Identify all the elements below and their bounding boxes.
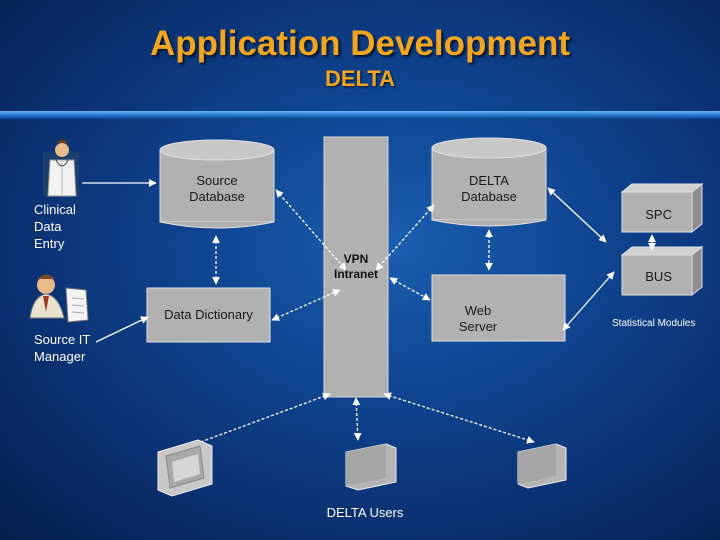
- clinical-data-entry-label: Clinical Data Entry: [34, 202, 76, 251]
- spc-label: SPC: [645, 207, 672, 222]
- data-dictionary-label: Data Dictionary: [164, 307, 253, 322]
- connectors: [82, 179, 656, 448]
- source-database-cylinder: [159, 139, 275, 229]
- delta-users-label: DELTA Users: [326, 505, 404, 520]
- slide-subtitle: DELTA: [324, 66, 396, 91]
- web-server-label: Web Server: [458, 303, 498, 334]
- source-it-manager-label: Source IT Manager: [34, 332, 91, 364]
- delta-database-label: DELTA Database: [461, 173, 517, 204]
- spc-box: [621, 191, 693, 233]
- delta-database-cylinder: [431, 137, 547, 227]
- doctor-icon: [43, 139, 79, 197]
- data-dictionary-box: [146, 287, 271, 343]
- it-manager-icon: [29, 274, 89, 323]
- computer-screen-icon: [345, 443, 397, 491]
- computer-screen-icon: [517, 443, 567, 489]
- computer-monitor-icon: [157, 439, 213, 497]
- source-database-label: Source Database: [189, 173, 245, 204]
- slide-title: Application Development: [149, 24, 571, 63]
- bus-box: [621, 254, 693, 296]
- web-server-box: [431, 274, 566, 342]
- vpn-label: VPN: [343, 252, 369, 266]
- statistical-modules-label: Statistical Modules: [612, 318, 696, 329]
- title-divider: [0, 111, 720, 119]
- bus-label: BUS: [645, 269, 672, 284]
- intranet-label: Intranet: [333, 267, 378, 281]
